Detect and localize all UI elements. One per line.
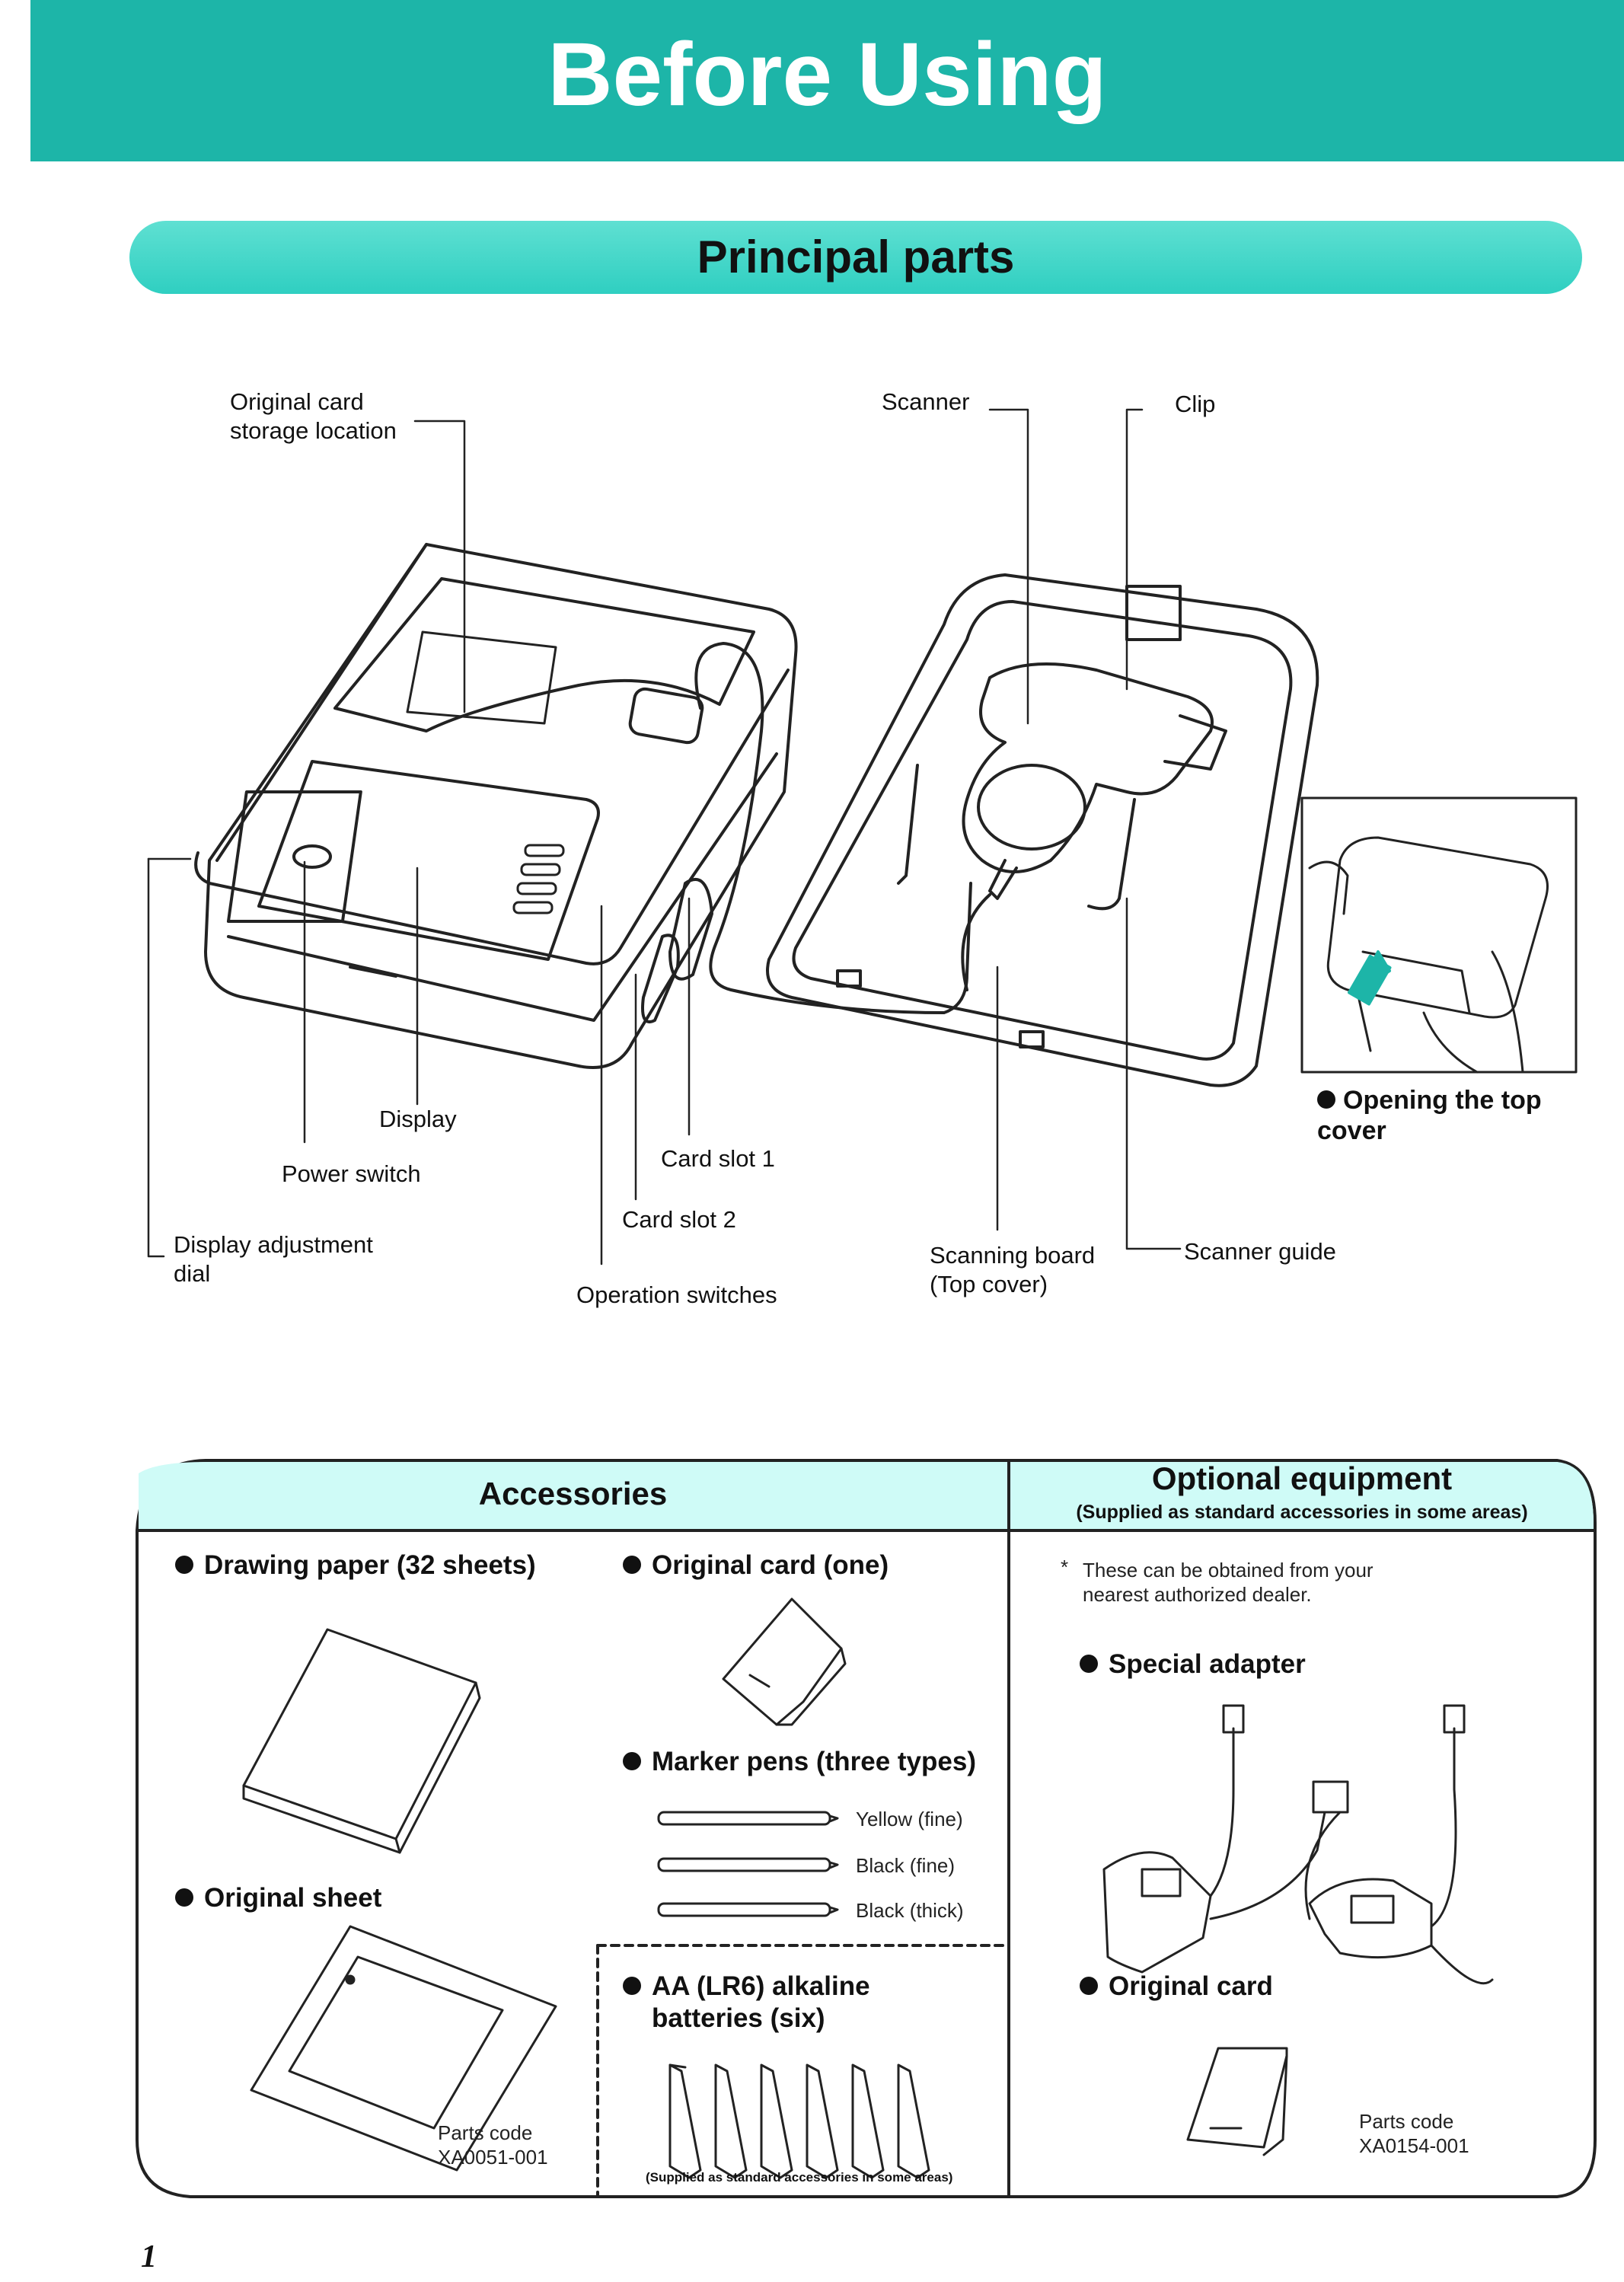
pen-black-thick: Black (thick)	[856, 1899, 964, 1922]
note-mark: *	[1061, 1556, 1069, 1578]
bullet-icon	[623, 1751, 641, 1770]
scanning-board-illustration	[766, 573, 1319, 1087]
optional-subtitle: (Supplied as standard accessories in som…	[1076, 1502, 1528, 1523]
item-original-sheet: Original sheet	[175, 1882, 381, 1914]
item-original-card: Original card (one)	[623, 1550, 889, 1581]
label-display-adjustment-dial: Display adjustment dial	[174, 1231, 373, 1287]
label-display: Display	[379, 1106, 457, 1132]
bullet-icon	[1080, 1654, 1098, 1673]
label-card-slot-1: Card slot 1	[661, 1145, 775, 1172]
label-clip: Clip	[1175, 391, 1216, 417]
label-scanner-guide: Scanner guide	[1184, 1238, 1336, 1265]
batteries-note: (Supplied as standard accessories in som…	[646, 2170, 953, 2185]
main-unit-illustration	[194, 543, 972, 1069]
label-scanner: Scanner	[882, 388, 970, 415]
item-marker-pens: Marker pens (three types)	[623, 1746, 976, 1778]
label-scanning-board: Scanning board (Top cover)	[930, 1242, 1096, 1297]
original-card-illustration	[722, 1597, 847, 1726]
label-original-card-storage: Original card storage location	[230, 388, 397, 444]
drawing-paper-illustration	[242, 1628, 481, 1854]
bullet-icon	[175, 1888, 193, 1907]
item-optional-original-card: Original card	[1080, 1971, 1273, 2003]
item-special-adapter: Special adapter	[1080, 1648, 1306, 1680]
accessories-box	[136, 1459, 1597, 2198]
bullet-icon	[1080, 1976, 1098, 1995]
batteries-illustration	[668, 2063, 930, 2179]
pen-black-fine: Black (fine)	[856, 1854, 956, 1877]
label-operation-switches: Operation switches	[576, 1281, 777, 1308]
optional-card-illustration	[1186, 2047, 1288, 2156]
opening-cover-illustration	[1308, 836, 1549, 1074]
item-drawing-paper: Drawing paper (32 sheets)	[175, 1550, 536, 1581]
page-title: Before Using	[547, 24, 1107, 125]
label-card-slot-2: Card slot 2	[622, 1206, 736, 1233]
optional-title: Optional equipment	[1151, 1460, 1453, 1496]
section-title: Principal parts	[697, 231, 1015, 282]
bullet-icon	[623, 1555, 641, 1574]
section-pill	[129, 221, 1582, 294]
page-number: 1	[141, 2239, 157, 2274]
optional-note: These can be obtained from your nearest …	[1083, 1559, 1374, 1606]
accessories-title: Accessories	[478, 1476, 668, 1511]
card-parts-code: Parts code XA0154-001	[1359, 2110, 1469, 2157]
bullet-icon	[623, 1977, 641, 1995]
inset-frame	[1300, 796, 1578, 1074]
original-sheet-illustration	[250, 1925, 557, 2172]
pen-yellow-fine: Yellow (fine)	[856, 1808, 963, 1830]
sheet-parts-code: Parts code XA0051-001	[438, 2121, 548, 2169]
leader-lines	[147, 408, 1182, 1265]
label-opening-top-cover: Opening the top cover	[1317, 1086, 1542, 1145]
header-banner	[30, 0, 1624, 161]
marker-pens-illustration	[657, 1811, 839, 1917]
special-adapter-illustration	[1102, 1704, 1494, 1985]
label-power-switch: Power switch	[282, 1160, 421, 1187]
bullet-icon	[175, 1555, 193, 1574]
bullet-icon	[1317, 1090, 1335, 1109]
item-batteries: AA (LR6) alkaline batteries (six)	[623, 1971, 870, 2035]
